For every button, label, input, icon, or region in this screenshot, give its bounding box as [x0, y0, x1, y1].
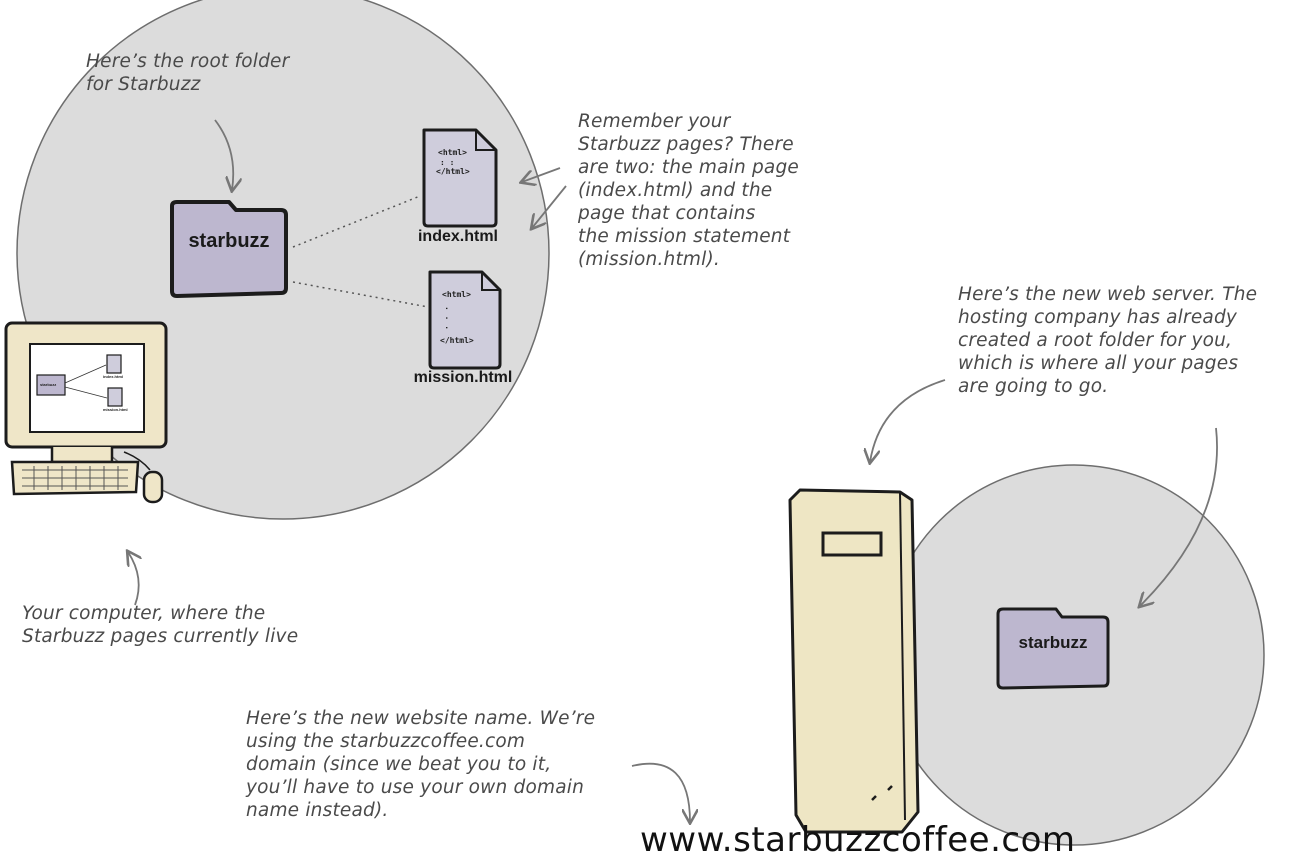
- mission-code-dots: . . .: [444, 306, 453, 330]
- note-new-server: Here’s the new web server. The hosting c…: [958, 283, 1298, 398]
- screen-index-label: index.html: [103, 374, 123, 379]
- note-your-computer: Your computer, where the Starbuzz pages …: [22, 602, 342, 648]
- note-remember-pages: Remember your Starbuzz pages? There are …: [578, 110, 848, 271]
- server-tower-icon: [790, 490, 918, 832]
- index-document-icon: [424, 130, 496, 226]
- website-url: www.starbuzzcoffee.com: [640, 820, 1076, 860]
- index-code-open: <html>: [438, 148, 467, 157]
- index-file-label: index.html: [408, 228, 508, 246]
- server-folder-label: starbuzz: [998, 633, 1108, 653]
- local-folder-label: starbuzz: [172, 230, 286, 253]
- mission-file-label: mission.html: [408, 369, 518, 387]
- arrow-server-icon: [870, 380, 945, 462]
- index-code-close: </html>: [436, 167, 470, 176]
- index-code-dots: : :: [440, 158, 454, 167]
- mission-code-open: <html>: [442, 290, 471, 299]
- mission-code-close: </html>: [440, 336, 474, 345]
- note-root-folder: Here’s the root folder for Starbuzz: [86, 50, 346, 96]
- mission-document-icon: [430, 272, 500, 368]
- screen-folder-label: starbuzz: [40, 382, 56, 387]
- arrow-computer-icon: [128, 552, 139, 605]
- screen-mission-label: mission.html: [103, 407, 128, 412]
- note-website-name: Here’s the new website name. We’re using…: [246, 707, 646, 822]
